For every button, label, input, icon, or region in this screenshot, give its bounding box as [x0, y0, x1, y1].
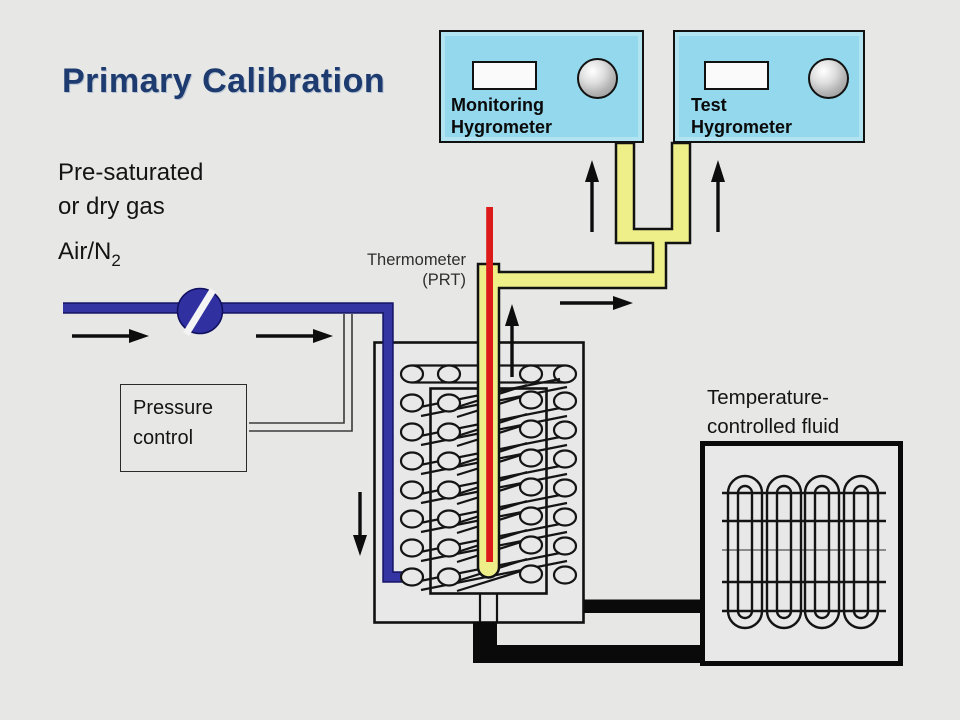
- label-line1: Monitoring: [451, 95, 544, 115]
- label-line2: Hygrometer: [691, 117, 793, 137]
- monitoring-hygrometer-label: Monitoring Hygrometer: [451, 94, 552, 138]
- test-hygrometer: Test Hygrometer: [673, 30, 865, 143]
- page-title: Primary Calibration: [62, 62, 386, 100]
- thermometer-line1: Thermometer: [366, 251, 466, 269]
- gas-source-line2: or dry gas: [58, 193, 165, 220]
- label-line1: Test: [691, 95, 727, 115]
- fluid-line2: controlled fluid: [707, 414, 840, 438]
- pressure-line1: Pressure: [133, 397, 214, 419]
- readout-display: [472, 61, 537, 90]
- fluid-line1: Temperature-: [707, 386, 829, 409]
- to-junction-arrow: [560, 296, 633, 310]
- pressure-control-box: Pressure control: [120, 384, 247, 472]
- gas-source-line1: Pre-saturated: [58, 159, 204, 186]
- thermometer-line2: (PRT): [422, 270, 466, 289]
- gas-type-label: Air/N2: [58, 238, 121, 270]
- gas-source-label: Pre-saturated or dry gas: [58, 156, 203, 224]
- vessel-outlet-arrow: [505, 304, 519, 377]
- gas-type-main: Air/N: [58, 238, 112, 265]
- test-flow-arrow: [711, 160, 725, 232]
- fluid-bath-label: Temperature- controlled fluid: [707, 384, 839, 441]
- pressure-line2: control: [133, 426, 194, 449]
- heat-exchanger-coil: [722, 474, 886, 630]
- drain-tube-outline: [478, 594, 499, 622]
- fluid-pipe-upper: [584, 599, 702, 613]
- gas-type-subscript: 2: [111, 251, 121, 270]
- control-knob-icon: [577, 58, 618, 99]
- prt-thermometer: [486, 207, 493, 562]
- downward-flow-arrow: [353, 492, 367, 556]
- label-line2: Hygrometer: [451, 117, 553, 137]
- fluid-pipe-lower: [473, 622, 702, 663]
- control-knob-icon: [808, 58, 849, 99]
- test-hygrometer-label: Test Hygrometer: [691, 94, 792, 138]
- thermometer-label: Thermometer (PRT): [336, 251, 466, 290]
- readout-display: [704, 61, 769, 90]
- gas-inlet-pipe: [63, 302, 406, 583]
- inlet-flow-arrow-1: [72, 329, 149, 343]
- monitoring-flow-arrow: [585, 160, 599, 232]
- inlet-flow-arrow-2: [256, 329, 333, 343]
- gas-valve-icon: [176, 287, 224, 336]
- pressure-sense-tube: [249, 314, 353, 432]
- monitoring-hygrometer: Monitoring Hygrometer: [439, 30, 644, 143]
- flow-arrows: [72, 160, 725, 556]
